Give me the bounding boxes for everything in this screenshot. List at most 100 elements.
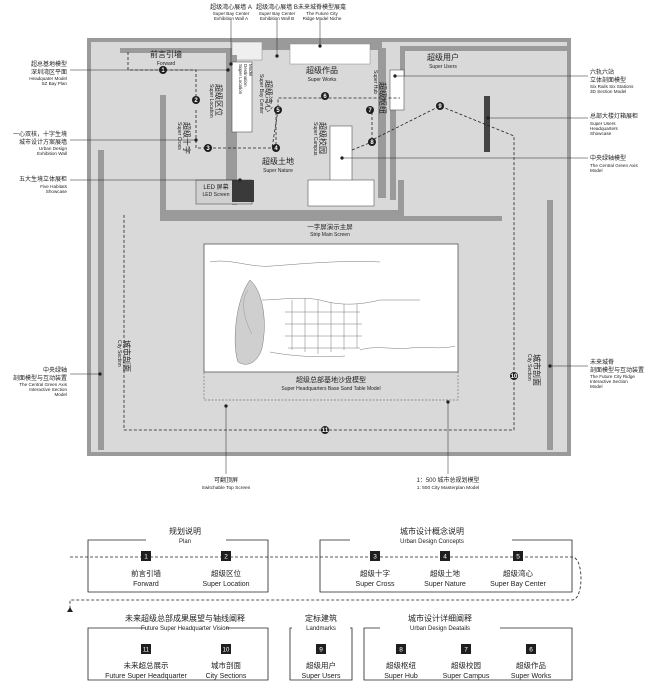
legend-concepts-cn: 城市设计概念说明	[400, 526, 464, 536]
city-section-left	[98, 150, 104, 450]
callout-hq-cn: 超总基地模型	[31, 60, 67, 68]
callout-cross-en2: Exhibition Wall	[37, 151, 67, 156]
callout-five-en2: Showcase	[46, 189, 68, 194]
legend-plan-en: Plan	[179, 539, 191, 545]
masterplan-sketch	[209, 260, 456, 365]
route-node-2: 2	[194, 98, 198, 104]
callout-six-cn2: 立体剖面模型	[590, 76, 626, 84]
callout-axis-right-cn: 中央绿轴模型	[590, 154, 626, 162]
zone-city-left-en: City Section	[116, 340, 122, 367]
legend-landmarks-en: Landmarks	[306, 626, 336, 632]
legend-landmarks-cn: 定标建筑	[305, 613, 337, 623]
zone-works-en: Super Works	[308, 77, 337, 83]
callout-axis-left-cn2: 剖面模型与互动装置	[13, 374, 67, 382]
outer-wall-right	[567, 38, 571, 456]
location-model	[231, 61, 253, 133]
callout-hq-en1: Headquater Model	[29, 76, 67, 81]
legend-item-9-cn: 超级用户	[306, 660, 336, 670]
left-callouts: 超总基地模型 深圳湾区平面 Headquater Model SZ Bay Pl…	[13, 60, 68, 397]
legend-flow-line	[69, 556, 582, 612]
zone-campus-en: Super Campus	[312, 122, 318, 156]
right-callouts: 六轨六站 立体剖面模型 Six Rails Six Stations 3D Se…	[590, 68, 644, 389]
callout-wall-a-en2: Exhibition Wall A	[214, 16, 249, 21]
legend-item-8-en: Super Hub	[384, 673, 418, 680]
zone-city-right-cn: 城市剖面	[532, 354, 542, 386]
zone-nature-en: Super Nature	[263, 168, 293, 174]
callout-niche-en1: The Future City	[306, 11, 338, 16]
route-node-3: 3	[206, 146, 210, 152]
legend-item-3-num: 3	[373, 554, 377, 561]
zone-led-en: LED Screen	[203, 192, 230, 198]
callout-ridge-cn2: 剖面模型与互动装置	[590, 366, 644, 374]
route-legend: 规划说明 Plan 城市设计概念说明 Urban Design Concepts…	[67, 526, 582, 681]
callout-niche-cn: 未来城脊模型展龛	[298, 3, 346, 11]
legend-item-10-cn: 城市剖面	[211, 660, 241, 670]
callout-cross-en1: Urban Design	[39, 146, 68, 151]
zone-users-cn: 超级用户	[427, 52, 459, 62]
zone-bay-cn: 超级湾心	[264, 80, 274, 112]
zone-nature-cn: 超级土地	[262, 156, 294, 166]
zone-location-en: Super Location	[208, 84, 214, 118]
route-node-8: 8	[370, 140, 374, 146]
outer-wall-left	[87, 38, 91, 456]
campus-block	[329, 125, 353, 187]
callout-ridge-en1: The Future City Ridge	[590, 374, 635, 379]
legend-arrow-icon	[67, 607, 73, 612]
callout-wall-a-cn: 超级湾心展墙 A	[210, 3, 252, 11]
hq-showcase	[484, 96, 490, 152]
callout-hq-cn2: 深圳湾区平面	[31, 68, 67, 76]
legend-group-titles: 规划说明 Plan 城市设计概念说明 Urban Design Concepts…	[125, 526, 472, 632]
zone-hub-cn: 超级枢纽	[378, 82, 388, 114]
legend-item-2-cn: 超级区位	[211, 568, 241, 578]
legend-item-8-cn: 超级枢纽	[386, 660, 416, 670]
room-wall	[120, 48, 230, 53]
legend-item-2-en: Super Location	[202, 581, 249, 588]
callout-six-en1: Six Rails Six Stations	[590, 84, 634, 89]
exhibition-floor-plan: 1 2 3 4 5 6 7 8 9 10 11 前言引墙 Forward 超级作…	[13, 3, 644, 491]
callout-hqshow-en2: Headquarters	[590, 126, 619, 131]
nature-table	[307, 179, 375, 207]
room-wall	[160, 210, 398, 216]
callout-ridge-cn: 未来城脊	[590, 358, 614, 366]
legend-vision-cn: 未来超级总部成果展望与轴线阐释	[125, 613, 245, 623]
zone-works-cn: 超级作品	[306, 65, 338, 75]
callout-wall-b-en1: Super Bay Center	[259, 11, 296, 16]
zone-city-right-en: City Section	[526, 354, 532, 381]
route-node-9: 9	[438, 104, 442, 110]
zone-labels: 前言引墙 Forward 超级作品 Super Works 超级用户 Super…	[150, 49, 459, 392]
zone-location-cn: 超级区位	[214, 84, 224, 116]
legend-groups	[87, 539, 573, 681]
legend-details-en: Urban Design Deatails	[410, 626, 470, 632]
legend-item-6-cn: 超级作品	[516, 660, 546, 670]
zone-base-en: Super Headquarters Base Sand Table Model	[281, 386, 380, 392]
legend-item-7-num: 7	[464, 647, 468, 654]
location-model-en: Super Location	[238, 64, 243, 95]
legend-item-10-num: 10	[223, 648, 230, 654]
route-node-1: 1	[161, 68, 165, 74]
callout-masterplan-en: 1: 500 City Masterplan Model	[417, 485, 479, 491]
room-wall	[400, 46, 405, 76]
legend-item-11-num: 11	[143, 648, 150, 654]
route-node-5: 5	[276, 108, 280, 114]
legend-items: 1 前言引墙 Forward 2 超级区位 Super Location 3 超…	[105, 551, 552, 680]
callout-axis-right-en1: The Central Green Axis	[590, 163, 638, 168]
legend-item-4-num: 4	[443, 554, 447, 561]
legend-concepts-en: Urban Design Concepts	[400, 539, 464, 545]
legend-item-5-en: Super Bay Center	[490, 581, 546, 588]
callout-niche-en2: Ridge Model Niche	[303, 16, 342, 21]
zone-cross-en: Super Cross	[176, 122, 182, 150]
callout-hq-en2: SZ Bay Plan	[41, 81, 67, 86]
legend-item-11-cn: 未来超总展示	[124, 660, 169, 670]
legend-item-3-en: Super Cross	[356, 581, 395, 588]
legend-item-10-en: City Sections	[206, 673, 247, 680]
callout-axis-left-cn: 中央绿轴	[43, 366, 67, 374]
callout-axis-right-en2: Model	[590, 168, 603, 173]
bottom-callouts: 可翻顶屏 Switchable Top Screen 1：500 城市总规划模型…	[202, 476, 480, 491]
legend-item-1-en: Forward	[133, 581, 159, 588]
callout-wall-a-en1: Super Bay Center	[213, 11, 250, 16]
zone-city-left-cn: 城市剖面	[122, 340, 132, 372]
room-wall	[378, 48, 386, 198]
legend-item-1-cn: 前言引墙	[131, 568, 161, 578]
zone-campus-cn: 超级校园	[318, 122, 328, 154]
legend-item-5-num: 5	[516, 554, 520, 561]
